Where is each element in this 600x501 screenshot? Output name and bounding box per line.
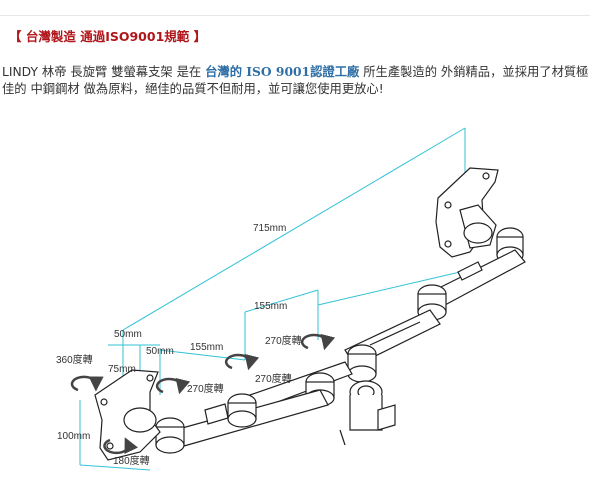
intro-text-part2: 所生產製造的 外銷精品，並採用了材質極佳的 中鋼鋼材 做為原料，絕佳的品質不但耐… xyxy=(2,65,589,96)
intro-highlight: 台灣的 ISO 9001認證工廠 xyxy=(205,64,360,79)
label-270-rotate-c: 270度轉 xyxy=(187,382,224,395)
label-270-rotate-b: 270度轉 xyxy=(255,372,292,385)
intro-paragraph: LINDY 林帝 長旋臂 雙螢幕支架 是在 台灣的 ISO 9001認證工廠 所… xyxy=(2,63,594,98)
label-715mm: 715mm xyxy=(253,223,286,234)
top-divider xyxy=(0,15,590,16)
label-180-rotate: 180度轉 xyxy=(113,454,150,467)
label-155mm-upper: 155mm xyxy=(254,301,287,312)
label-360-rotate: 360度轉 xyxy=(56,353,93,366)
label-50mm-b: 50mm xyxy=(146,346,174,357)
right-monitor-plate xyxy=(435,167,499,258)
left-monitor-plate xyxy=(94,369,161,461)
section-heading: 【 台灣製造 通過ISO9001規範 】 xyxy=(9,29,207,44)
label-75mm: 75mm xyxy=(108,364,136,375)
intro-text-part1: LINDY 林帝 長旋臂 雙螢幕支架 是在 xyxy=(2,65,206,79)
center-pole xyxy=(339,344,396,446)
label-155mm-lower: 155mm xyxy=(190,342,223,353)
dimension-lines xyxy=(79,127,491,471)
monitor-arm-diagram: 715mm 155mm 155mm 50mm 50mm 75mm 100mm 3… xyxy=(0,110,600,501)
lower-arm xyxy=(155,361,353,454)
label-100mm: 100mm xyxy=(57,431,90,442)
label-270-rotate-a: 270度轉 xyxy=(265,334,302,347)
rotation-arrows xyxy=(70,333,336,455)
label-50mm-a: 50mm xyxy=(114,329,142,340)
